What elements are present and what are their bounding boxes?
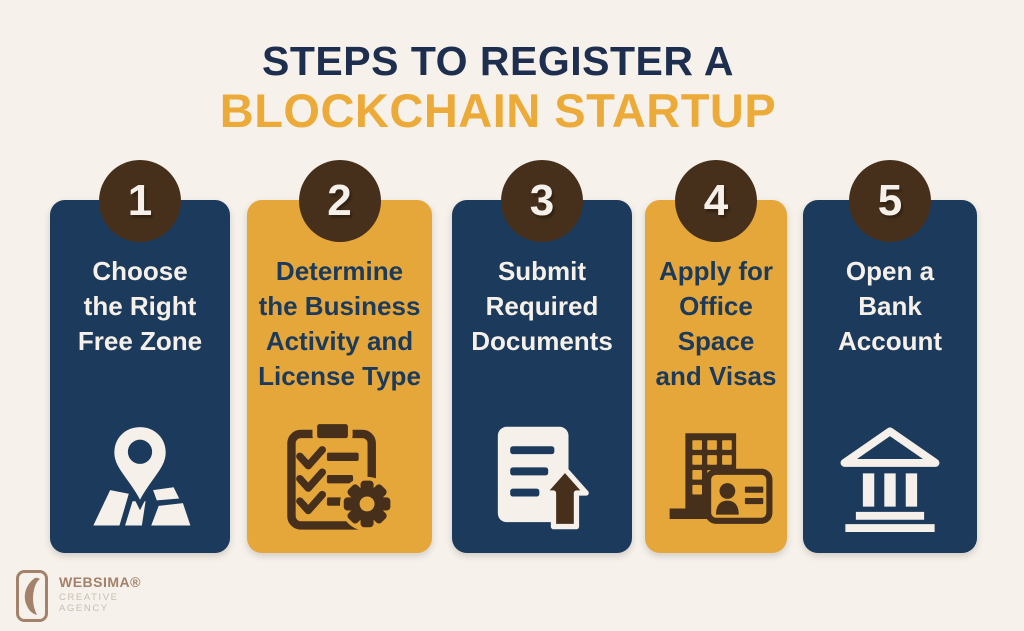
step-2-number-badge: 2 [298,160,381,242]
step-3-number: 3 [529,176,555,225]
title-line-2: BLOCKCHAIN STARTUP [219,84,777,137]
step-5-number: 5 [877,176,903,225]
step-1-number: 1 [127,176,153,225]
step-2-number: 2 [327,176,352,225]
map-pin-icon [84,421,196,533]
step-2-title: Determine the Business Activity and Lice… [258,256,421,391]
footer-brand: WEBSIMA® CREATIVE AGENCY [15,569,141,623]
step-1-title: Choose the Right Free Zone [77,256,203,356]
step-3-number-badge: 3 [501,160,583,242]
step-card-1: 1 Choose the Right Free Zone [50,160,230,553]
clipboard-checklist-gear-icon [284,417,396,533]
document-upload-icon [489,423,595,533]
brand-name: WEBSIMA® [59,574,141,590]
step-5-title: Open a Bank Account [838,256,942,356]
step-card-4: 4 Apply for Office Space and Visas [645,160,787,553]
step-4-number: 4 [703,176,729,225]
bank-icon [838,426,943,533]
step-card-3: 3 Submit Required Documents [452,160,632,553]
office-building-id-card-icon [659,428,773,533]
step-card-2: 2 Determine the Business Activity and Li… [247,160,432,553]
step-5-number-badge: 5 [849,160,931,242]
title-line-1: STEPS TO REGISTER A [262,38,734,84]
page-title: STEPS TO REGISTER A BLOCKCHAIN STARTUP [0,38,1010,138]
brand-tagline: CREATIVE AGENCY [59,592,119,614]
step-3-title: Submit Required Documents [471,256,613,356]
websima-logo-icon [15,569,49,623]
step-card-5: 5 Open a Bank Account [803,160,977,553]
step-1-number-badge: 1 [99,160,181,242]
step-4-title: Apply for Office Space and Visas [655,256,777,391]
step-4-number-badge: 4 [675,160,757,242]
